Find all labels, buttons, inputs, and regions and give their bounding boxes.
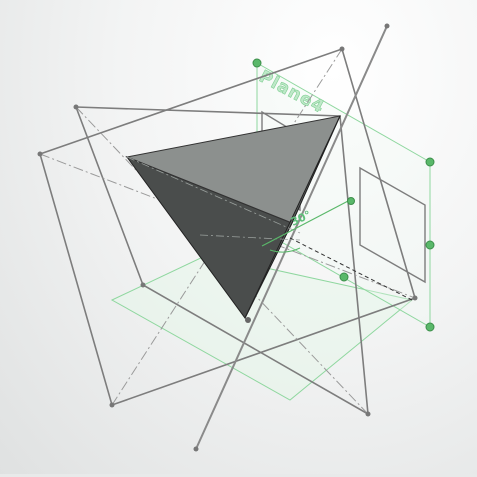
viewport-bottom-border (0, 474, 477, 477)
plane-handle[interactable] (339, 272, 349, 282)
vertex-point[interactable] (73, 104, 79, 110)
vertex-point[interactable] (412, 295, 418, 301)
plane4-inner-rect-right[interactable] (359, 166, 426, 284)
vertex-point[interactable] (339, 46, 345, 52)
plane-handle[interactable] (425, 322, 435, 332)
vertex-point[interactable] (245, 317, 251, 323)
vertex-point[interactable] (140, 282, 146, 288)
plane-handle[interactable] (252, 58, 262, 68)
dimension-leader (261, 199, 351, 247)
vertex-point[interactable] (37, 151, 43, 157)
vertex-point[interactable] (384, 23, 390, 29)
dimension-arc (269, 247, 301, 253)
tetra-face-edge[interactable] (244, 115, 341, 319)
vertex-point[interactable] (109, 402, 115, 408)
plane-handle[interactable] (347, 197, 355, 205)
vertex-point[interactable] (365, 411, 371, 417)
vertex-point[interactable] (193, 446, 199, 452)
axis-line[interactable] (195, 25, 388, 450)
plane-handle[interactable] (425, 240, 435, 250)
plane-handle[interactable] (425, 157, 435, 167)
face-centerline-2 (199, 234, 301, 241)
dashed-edge (289, 237, 413, 301)
